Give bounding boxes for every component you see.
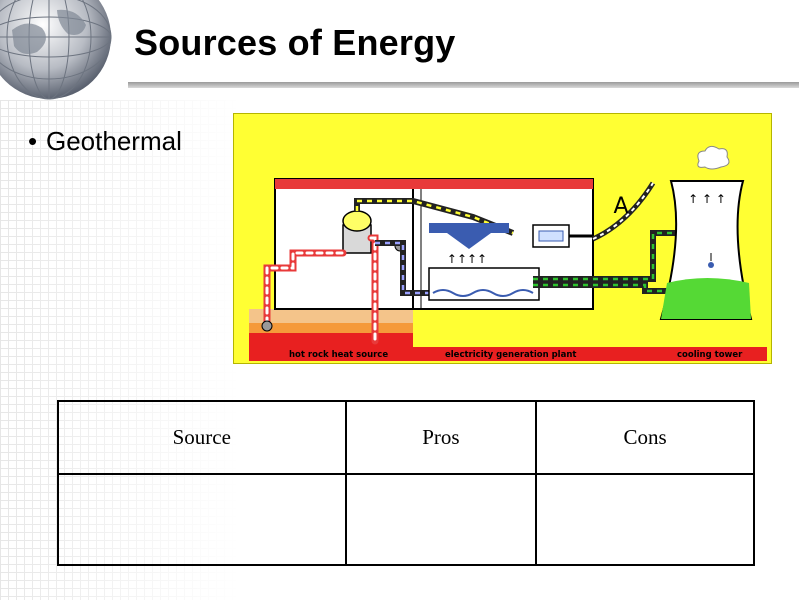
header-source: Source <box>57 400 347 475</box>
title-underline <box>128 82 799 88</box>
table-header-row: Source Pros Cons <box>57 400 755 475</box>
label-tower: cooling tower <box>677 350 743 360</box>
header-cons: Cons <box>535 400 755 475</box>
svg-text:↑ ↑ ↑: ↑ ↑ ↑ <box>688 192 726 206</box>
globe-icon <box>0 0 112 100</box>
bullet-text: Geothermal <box>46 126 182 156</box>
ground-layer <box>249 323 413 333</box>
svg-text:A: A <box>613 194 628 219</box>
table-cell[interactable] <box>57 473 347 566</box>
ground-layer <box>249 309 413 323</box>
header-pros: Pros <box>344 400 538 475</box>
slide-title: Sources of Energy <box>134 22 456 63</box>
label-plant: electricity generation plant <box>445 350 576 360</box>
ground-layer <box>249 333 413 347</box>
bullet-dot-icon: • <box>28 126 38 156</box>
table-cell[interactable] <box>344 473 538 566</box>
plant-roof <box>275 179 593 189</box>
table-row <box>57 473 755 566</box>
label-hot-rock: hot rock heat source <box>289 350 388 360</box>
geothermal-diagram: ↑↑↑↑ A ↑ ↑ ↑ hot rock heat source electr… <box>233 113 772 364</box>
svg-text:↑↑↑↑: ↑↑↑↑ <box>447 252 487 266</box>
table-cell[interactable] <box>535 473 755 566</box>
bullet-item: • Geothermal <box>28 126 182 157</box>
pros-cons-table: Source Pros Cons <box>57 400 755 566</box>
